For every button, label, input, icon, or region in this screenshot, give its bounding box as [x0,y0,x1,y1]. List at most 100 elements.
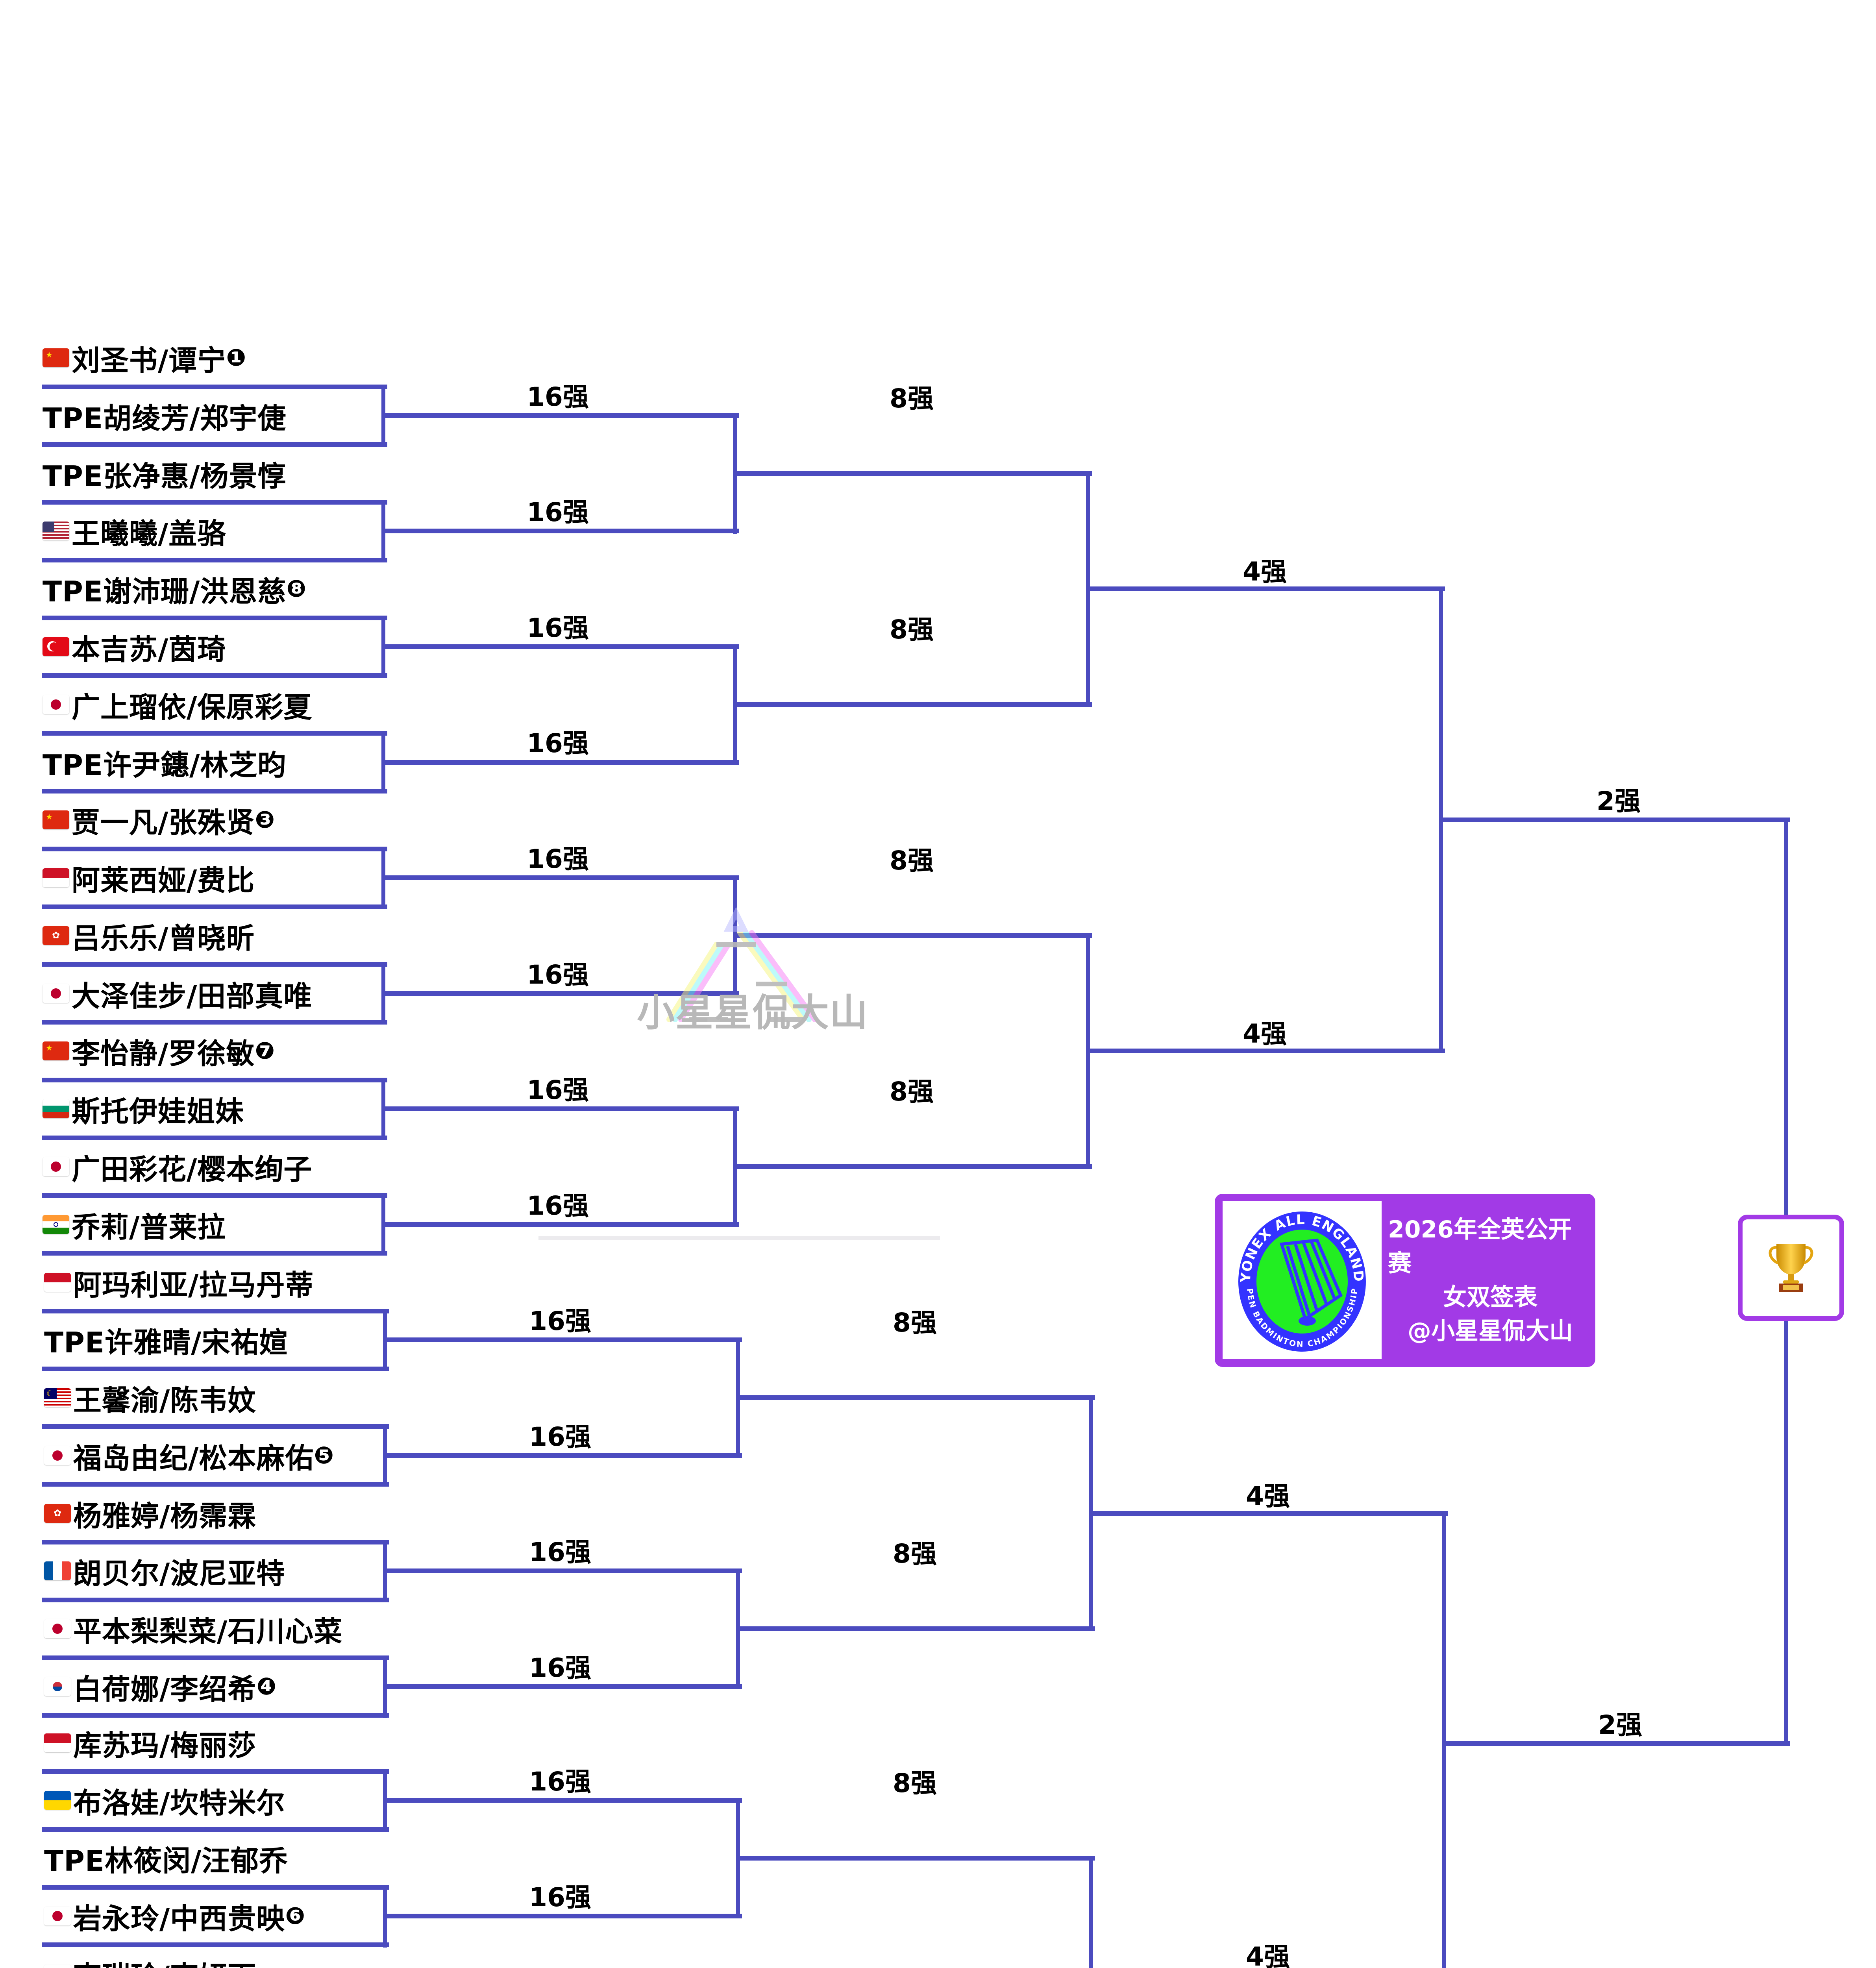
seed-badge: ❹ [256,1673,277,1700]
team-name: TPE许尹鏸/林芝昀 [43,748,287,782]
seed-badge: ❸ [255,806,276,834]
round-label: 16强 [529,1653,591,1683]
team-entry: 阿玛利亚/拉马丹蒂 [44,1261,314,1304]
team-entry: TPE林筱闵/汪郁乔 [44,1837,288,1880]
bracket-line [42,1769,389,1774]
divider-line [538,1236,940,1240]
team-name: 朗贝尔/波尼亚特 [73,1557,285,1590]
indonesia-flag-icon [44,1733,71,1752]
bracket-line [383,529,739,533]
team-entry: 广上瑠依/保原彩夏 [43,683,312,726]
team-name: TPE胡绫芳/郑宇倢 [43,401,287,435]
bracket-line [1091,1511,1448,1516]
team-name: 广上瑠依/保原彩夏 [72,690,313,724]
team-name: 李怡静/罗徐敏 [72,1037,255,1070]
bracket-line [1441,818,1790,822]
round-label: 4强 [1246,1942,1290,1968]
round-label: 16强 [529,1537,591,1567]
badminton-logo-icon: YONEX ALL ENGLAND OPEN BADMINTON CHAMPIO… [1219,1193,1366,1352]
team-entry: 阿莱西娅/费比 [43,856,255,899]
hong-kong-flag-icon: ✿ [43,926,69,945]
bracket-line [42,1020,387,1025]
bracket-line [738,1626,1095,1631]
bracket-line [42,1193,387,1198]
round-label: 8强 [893,1539,937,1569]
round-label: 16强 [527,382,589,412]
bracket-line [383,760,739,765]
trophy-icon [1769,1244,1813,1292]
bracket-line [42,731,387,736]
korea-flag-icon [44,1964,71,1968]
team-name: 白荷娜/李绍希 [73,1672,257,1706]
team-name: TPE林筱闵/汪郁乔 [44,1844,288,1877]
round-label: 4强 [1243,1019,1287,1049]
team-entry: 李瑞珍/李妍雨 [44,1952,256,1968]
bracket-line [42,1655,389,1660]
usa-flag-icon [43,522,69,540]
round-label: 16强 [527,1191,589,1221]
team-name: 岩永玲/中西贵映 [73,1902,285,1935]
team-name: 库苏玛/梅丽莎 [73,1729,257,1762]
team-entry: ☾王馨渝/陈韦妏 [44,1376,256,1419]
china-flag-icon: ★ [43,1041,69,1060]
india-flag-icon [43,1215,69,1234]
seed-badge: ❽ [286,575,307,603]
bracket-line [383,644,739,649]
bracket-line [383,1222,739,1227]
team-name: 本吉苏/茵琦 [72,633,226,666]
bracket-line [1784,818,1788,1217]
round-label: 16强 [527,613,589,643]
team-entry: 广田彩花/樱本绚子 [43,1145,312,1188]
bracket-line [42,847,387,851]
team-name: 刘圣书/谭宁 [72,344,226,377]
bracket-line [42,1424,389,1429]
round-label: 8强 [890,614,934,645]
japan-flag-icon [43,695,69,714]
team-name: 乔莉/普莱拉 [72,1210,226,1244]
watermark-text: 小星星侃大山 [637,991,868,1035]
bracket-line [42,558,387,562]
round-label: 16强 [529,1422,591,1452]
round-label: 8强 [890,1076,934,1107]
bracket-line [385,1684,742,1689]
team-entry: ✿吕乐乐/曾晓昕 [43,914,255,957]
team-entry: TPE许尹鏸/林芝昀 [43,741,286,784]
bracket-line [383,1106,739,1111]
team-entry: 平本梨梨菜/石川心菜 [44,1607,342,1650]
bracket-line [1088,586,1445,591]
bracket-line [42,1885,389,1890]
bracket-line [1089,1856,1093,1968]
team-name: TPE谢沛珊/洪恩慈 [43,575,287,608]
team-name: 阿莱西娅/费比 [72,864,255,897]
bracket-line [42,1136,387,1140]
japan-flag-icon [44,1907,71,1925]
seed-badge: ❶ [226,344,247,372]
team-entry: TPE张净惠/杨景惇 [43,452,286,495]
round-label: 8强 [893,1768,937,1798]
team-name: TPE许雅晴/宋祐媗 [44,1326,288,1359]
team-name: 李瑞珍/李妍雨 [73,1953,256,1968]
ukraine-flag-icon [44,1791,71,1810]
bracket-line [42,1713,389,1718]
bracket-line [385,1914,742,1918]
round-label: 16强 [529,1306,591,1336]
bracket-line [735,1164,1092,1169]
team-name: 杨雅婷/杨霈霖 [73,1499,257,1533]
bracket-line [42,385,387,389]
team-entry: 大泽佳步/田部真唯 [43,972,312,1015]
bracket-line [42,1598,389,1602]
seed-badge: ❼ [255,1037,276,1065]
seed-badge: ❻ [285,1902,306,1930]
bracket-line [385,1453,742,1458]
card-text: 2026年全英公开赛 女双签表 @小星星侃大山 [1388,1194,1593,1367]
round-label: 16强 [529,1766,591,1797]
round-label: 8强 [890,845,934,876]
bracket-line [735,933,1092,938]
japan-flag-icon [44,1619,71,1638]
bracket-line [738,1856,1095,1861]
team-entry: 王曦曦/盖骆 [43,509,226,553]
team-name: 平本梨梨菜/石川心菜 [73,1615,343,1648]
champion-trophy-box [1738,1215,1844,1321]
